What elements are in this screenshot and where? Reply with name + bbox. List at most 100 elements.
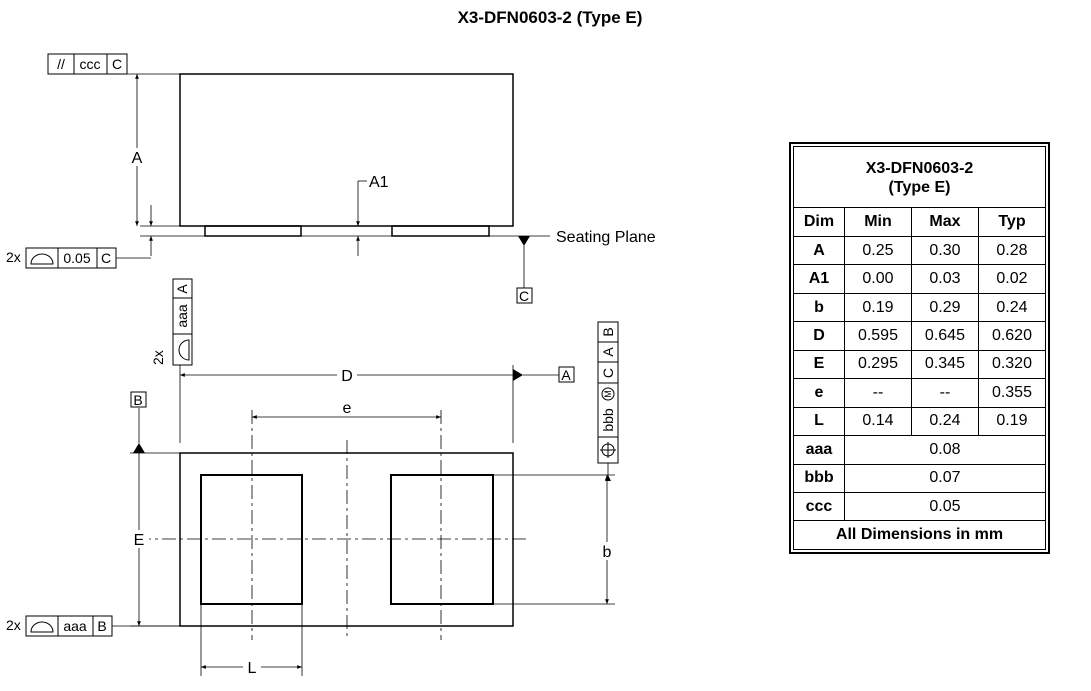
fcf-tolerance-ccc: ccc — [80, 56, 101, 72]
package-body-bottom — [179, 452, 514, 627]
row-dim: A — [793, 235, 845, 266]
fcf-datum-b: B — [97, 618, 106, 634]
row-dim: aaa — [793, 435, 845, 465]
parallelism-symbol: // — [57, 56, 65, 72]
row-typ: 0.355 — [977, 378, 1047, 408]
row-max: 0.29 — [910, 292, 979, 323]
header-max: Max — [910, 207, 979, 237]
dim-label-e-pitch: e — [343, 400, 352, 417]
header-min: Min — [843, 207, 912, 237]
seating-plane-label: Seating Plane — [556, 229, 656, 246]
mmc-modifier-icon — [601, 387, 615, 401]
row-max: 0.30 — [910, 235, 979, 266]
row-value: 0.08 — [843, 435, 1047, 465]
fcf-profile-surface-bottom: aaa B — [25, 615, 113, 637]
fcf-datum-c-side: C — [101, 250, 111, 266]
row-max: -- — [910, 378, 979, 408]
datum-triangle-c — [518, 236, 530, 246]
row-max: 0.645 — [910, 321, 979, 351]
datum-triangle-a — [513, 369, 523, 381]
side-view: // ccc C A A1 2x — [6, 53, 656, 304]
table-row: b 0.19 0.29 0.24 — [793, 292, 1047, 323]
row-dim: A1 — [793, 264, 845, 294]
row-min: 0.25 — [843, 235, 912, 266]
table-row: aaa 0.08 — [793, 435, 1047, 465]
datum-label-a: A — [561, 367, 571, 383]
table-footer-row: All Dimensions in mm — [793, 520, 1046, 550]
fcf-datum-b-vertical-right: B — [600, 327, 616, 336]
fcf-tolerance-value: 0.05 — [63, 250, 90, 266]
package-body-side — [179, 73, 514, 227]
table-row: ccc 0.05 — [793, 491, 1047, 522]
fcf-datum-c: C — [112, 56, 122, 72]
fcf-position-vertical: bbb M C A B — [597, 321, 619, 464]
row-max: 0.03 — [910, 264, 979, 294]
datum-label-c: C — [519, 288, 529, 304]
table-row: bbb 0.07 — [793, 463, 1047, 493]
pad-left — [200, 474, 303, 605]
dim-label-b: b — [603, 544, 612, 561]
fcf-tolerance-aaa-vertical: aaa — [174, 304, 190, 328]
row-dim: bbb — [793, 463, 845, 493]
header-typ: Typ — [977, 207, 1047, 237]
table-footer: All Dimensions in mm — [793, 520, 1046, 550]
row-typ: 0.320 — [977, 349, 1047, 380]
fcf-tolerance-bbb: bbb — [600, 408, 616, 432]
row-typ: 0.620 — [977, 321, 1047, 351]
row-dim: E — [793, 349, 845, 380]
row-dim: e — [793, 378, 845, 408]
table-row: A1 0.00 0.03 0.02 — [793, 264, 1047, 294]
row-dim: b — [793, 292, 845, 323]
fcf-datum-c-vertical: C — [600, 368, 616, 378]
row-typ: 0.28 — [977, 235, 1047, 266]
row-max: 0.24 — [910, 406, 979, 437]
dimensions-table: X3-DFN0603-2 (Type E) Dim Min Max Typ A … — [789, 142, 1050, 554]
fcf-parallelism-ccc: // ccc C — [47, 53, 128, 75]
fcf-count-2x-bottom: 2x — [6, 617, 21, 633]
row-min: 0.19 — [843, 292, 912, 323]
row-typ: 0.24 — [977, 292, 1047, 323]
row-dim: L — [793, 406, 845, 437]
fcf-count-2x-vertical: 2x — [150, 350, 166, 365]
row-typ: 0.19 — [977, 406, 1047, 437]
table-row: E 0.295 0.345 0.320 — [793, 349, 1047, 380]
fcf-datum-a-vertical-right: A — [600, 347, 616, 357]
row-dim: D — [793, 321, 845, 351]
datum-triangle-b — [133, 443, 145, 453]
profile-surface-icon — [30, 621, 54, 633]
mmc-modifier-letter: M — [603, 390, 613, 398]
table-title: X3-DFN0603-2 (Type E) — [793, 145, 1046, 209]
dim-label-d: D — [341, 368, 353, 385]
row-min: 0.595 — [843, 321, 912, 351]
dim-label-e-body: E — [134, 532, 145, 549]
pad-right — [390, 474, 494, 605]
fcf-tolerance-aaa: aaa — [63, 618, 87, 634]
position-icon — [600, 442, 616, 458]
dim-label-a1: A1 — [369, 174, 389, 191]
fcf-profile-vertical: aaa A — [172, 278, 193, 366]
row-value: 0.05 — [843, 491, 1047, 522]
row-min: -- — [843, 378, 912, 408]
table-row: e -- -- 0.355 — [793, 378, 1047, 408]
fcf-datum-a-vertical: A — [174, 284, 190, 294]
row-min: 0.00 — [843, 264, 912, 294]
datum-label-b: B — [133, 392, 142, 408]
fcf-profile-surface-side: 0.05 C — [25, 247, 117, 269]
row-max: 0.345 — [910, 349, 979, 380]
table-row: A 0.25 0.30 0.28 — [793, 235, 1047, 266]
row-typ: 0.02 — [977, 264, 1047, 294]
profile-surface-icon — [30, 253, 54, 265]
profile-surface-icon — [178, 339, 190, 361]
table-header-row: Dim Min Max Typ — [793, 207, 1047, 237]
bottom-view: D A e B E b L 2x — [6, 278, 619, 677]
terminal-right-side — [391, 225, 490, 237]
dim-label-l: L — [248, 660, 257, 677]
table-title-row: X3-DFN0603-2 (Type E) — [793, 145, 1046, 209]
row-dim: ccc — [793, 491, 845, 522]
table-row: D 0.595 0.645 0.620 — [793, 321, 1047, 351]
dim-label-a: A — [132, 150, 143, 167]
row-min: 0.14 — [843, 406, 912, 437]
fcf-count-2x-side: 2x — [6, 249, 21, 265]
terminal-left-side — [204, 225, 302, 237]
